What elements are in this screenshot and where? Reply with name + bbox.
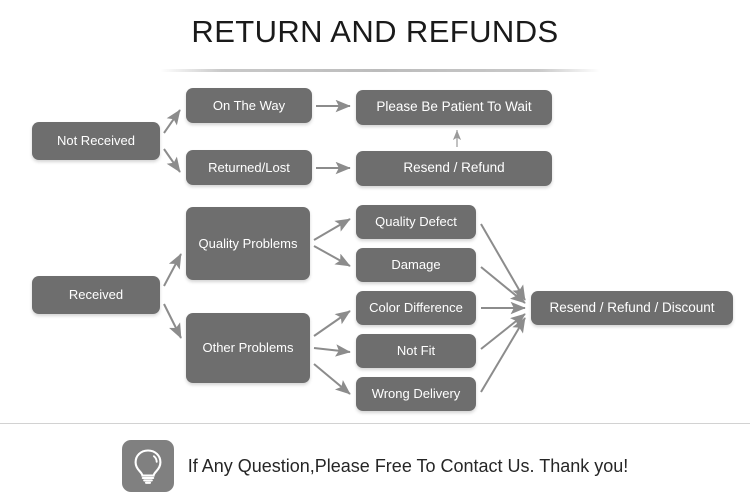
node-not-received[interactable]: Not Received — [32, 122, 160, 160]
edge-quality-problems-to-damage — [313, 245, 351, 267]
edge-not-fit-to-resolution — [480, 313, 526, 350]
node-color-difference[interactable]: Color Difference — [356, 291, 476, 325]
node-resend-refund[interactable]: Resend / Refund — [356, 151, 552, 186]
node-quality-defect[interactable]: Quality Defect — [356, 205, 476, 239]
node-please-be-patient-to-wait[interactable]: Please Be Patient To Wait — [356, 90, 552, 125]
node-damage[interactable]: Damage — [356, 248, 476, 282]
edge-damage-to-resolution — [480, 266, 526, 304]
edge-other-problems-to-wrong-delivery — [313, 363, 351, 395]
edge-quality-defect-to-resolution — [480, 223, 526, 301]
node-resend-refund-discount[interactable]: Resend / Refund / Discount — [531, 291, 733, 325]
title-divider — [160, 69, 600, 72]
edge-wrong-delivery-to-resolution — [480, 317, 526, 393]
edge-not-received-to-on-the-way — [163, 109, 181, 134]
node-other-problems[interactable]: Other Problems — [186, 313, 310, 383]
edge-quality-problems-to-quality-defect — [313, 218, 351, 241]
node-not-fit[interactable]: Not Fit — [356, 334, 476, 368]
footer-text: If Any Question,Please Free To Contact U… — [187, 455, 629, 476]
node-wrong-delivery[interactable]: Wrong Delivery — [356, 377, 476, 411]
edge-received-to-quality-problems — [163, 253, 182, 287]
lightbulb-icon — [121, 440, 174, 492]
edge-not-received-to-returned-lost — [163, 148, 181, 173]
edge-other-problems-to-color-difference — [313, 310, 351, 337]
node-received[interactable]: Received — [32, 276, 160, 314]
edge-received-to-other-problems — [163, 303, 182, 339]
node-returned-lost[interactable]: Returned/Lost — [186, 150, 312, 185]
node-on-the-way[interactable]: On The Way — [186, 88, 312, 123]
footer-divider — [0, 423, 750, 424]
footer: If Any Question,Please Free To Contact U… — [0, 432, 750, 500]
edge-other-problems-to-not-fit — [313, 344, 351, 357]
page-title: RETURN AND REFUNDS — [191, 14, 559, 49]
node-quality-problems[interactable]: Quality Problems — [186, 207, 310, 280]
